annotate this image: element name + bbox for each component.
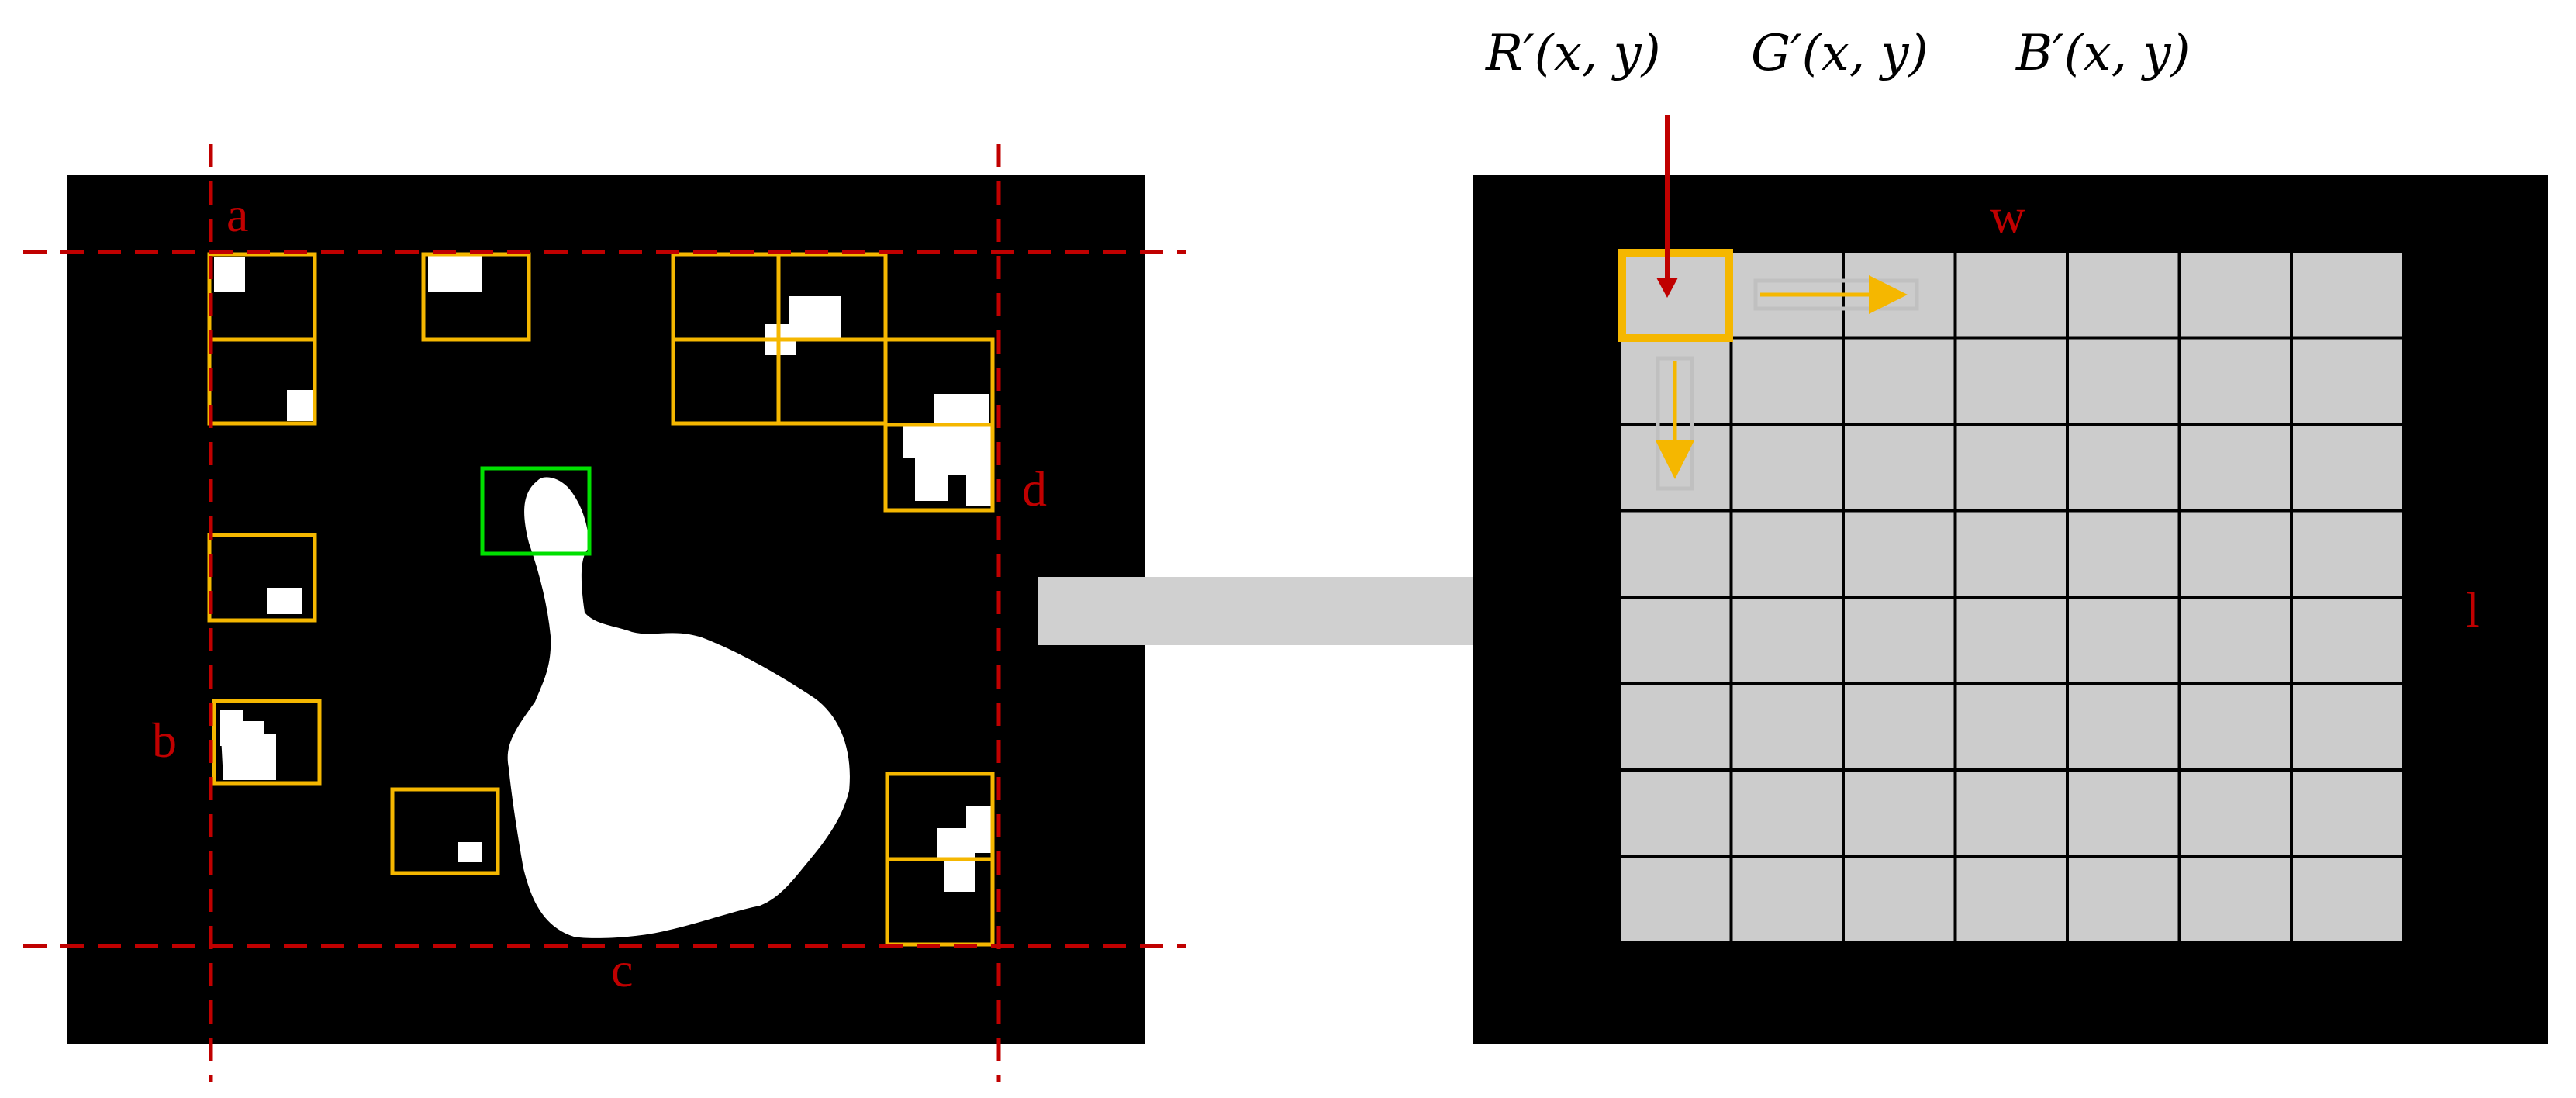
grid-cell (1845, 512, 1954, 596)
candidate-box (883, 423, 995, 513)
grid-cell (1732, 772, 1842, 855)
label-a: a (226, 187, 248, 242)
grid-cell (1732, 426, 1842, 509)
candidate-box (207, 533, 317, 623)
target-box (480, 466, 592, 556)
horizontal-scan-track (1753, 278, 1919, 311)
grid-cell (2069, 858, 2178, 941)
formula-g: G′(x, y) (1751, 25, 1929, 82)
candidate-box (421, 252, 531, 342)
label-c: c (611, 942, 633, 997)
grid-cell (2293, 599, 2402, 682)
grid-cell (1956, 253, 2066, 337)
grid-cell (1956, 772, 2066, 855)
grid-cells (1621, 253, 2402, 941)
grid-cell (1845, 685, 1954, 768)
grid-cell (2293, 685, 2402, 768)
label-b: b (152, 713, 177, 768)
grid-cell (2293, 772, 2402, 855)
grid-cell (1732, 599, 1842, 682)
grid-cell (1956, 512, 2066, 596)
boundary-lines (23, 144, 1186, 1082)
vertical-scan-track (1656, 356, 1694, 491)
grid-cell (1621, 685, 1730, 768)
grid-cell (1956, 685, 2066, 768)
grid-cell (1732, 685, 1842, 768)
label-d: d (1022, 461, 1047, 516)
grid-cell (2069, 685, 2178, 768)
grid-cell (2293, 426, 2402, 509)
grid-cell (1845, 858, 1954, 941)
grid-cell (1956, 858, 2066, 941)
grid-cell (1621, 512, 1730, 596)
grid-cell (1956, 599, 2066, 682)
grid-cell (1732, 512, 1842, 596)
white-pixel-blobs (214, 256, 994, 892)
grid-cell (2181, 253, 2290, 337)
formula-r: R′(x, y) (1485, 25, 1661, 82)
grid-cell (1732, 339, 1842, 423)
transform-arrow (1038, 547, 1594, 678)
grid-cell (2293, 512, 2402, 596)
candidate-box (390, 787, 500, 875)
grid-cell (1845, 599, 1954, 682)
grid-cell (2181, 512, 2290, 596)
grid-cell (2293, 339, 2402, 423)
grid-cell (1845, 772, 1954, 855)
grid-cell (2069, 253, 2178, 337)
grid-cell (1845, 339, 1954, 423)
grid-cell (2069, 512, 2178, 596)
grid-cell (2181, 339, 2290, 423)
grid-cell (1845, 426, 1954, 509)
grid-cell (1621, 253, 1730, 337)
grid-cell (2069, 339, 2178, 423)
formula-b: B′(x, y) (2015, 25, 2190, 82)
sliding-window (1618, 249, 1733, 342)
grid-cell (2293, 858, 2402, 941)
grid-cell (1621, 772, 1730, 855)
formula-pointer-head (1656, 278, 1678, 298)
grid-cell (2293, 253, 2402, 337)
main-object-shape (507, 477, 850, 938)
grid-cell (2181, 426, 2290, 509)
grid-cell (1621, 599, 1730, 682)
grid-cell (2181, 772, 2290, 855)
label-w: w (1990, 188, 2025, 243)
grid-cell (2181, 599, 2290, 682)
grid-cell (2181, 685, 2290, 768)
grid-cell (2069, 426, 2178, 509)
grid-cell (2069, 599, 2178, 682)
label-l: l (2466, 582, 2480, 637)
grid-cell (2181, 858, 2290, 941)
grid-cell (1956, 426, 2066, 509)
grid-cell (1956, 339, 2066, 423)
grid-cell (1621, 858, 1730, 941)
candidate-box (212, 699, 322, 786)
grid-cell (1732, 858, 1842, 941)
grid-cell (2069, 772, 2178, 855)
